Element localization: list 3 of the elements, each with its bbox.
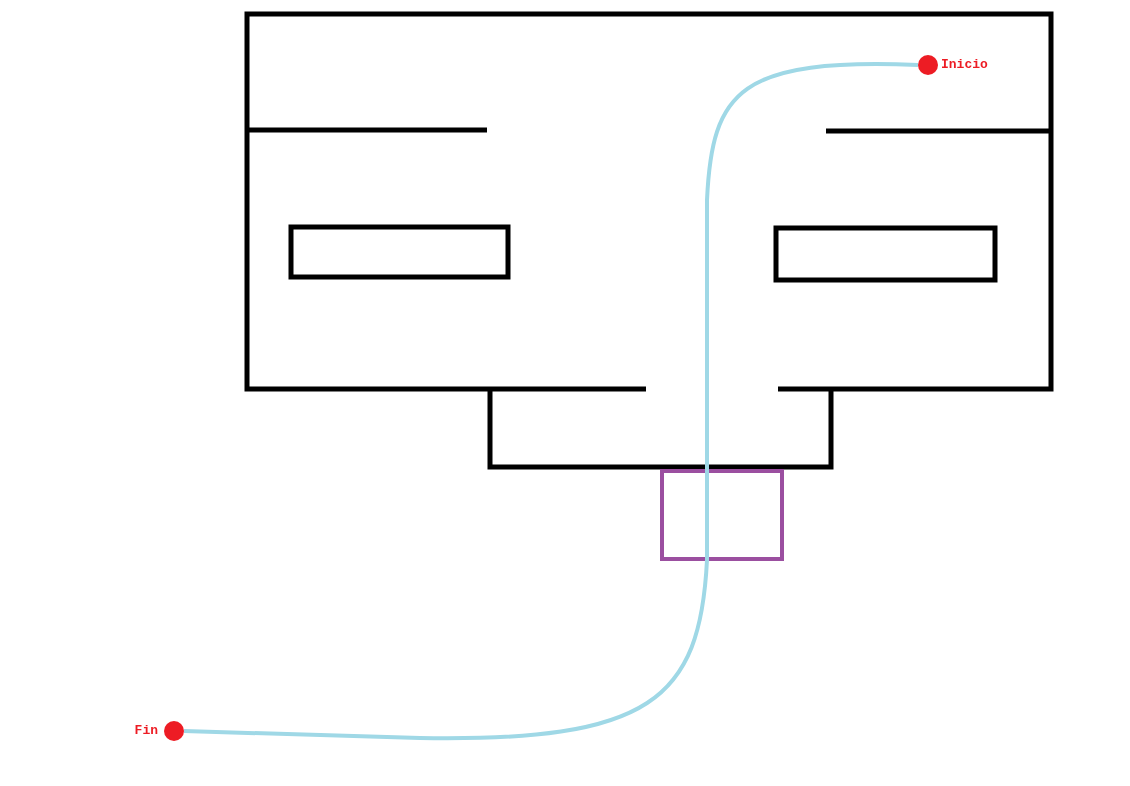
route-line [183, 62, 919, 740]
endpoint-label: Fin [134, 724, 158, 737]
endpoint-label: Inicio [941, 58, 988, 71]
